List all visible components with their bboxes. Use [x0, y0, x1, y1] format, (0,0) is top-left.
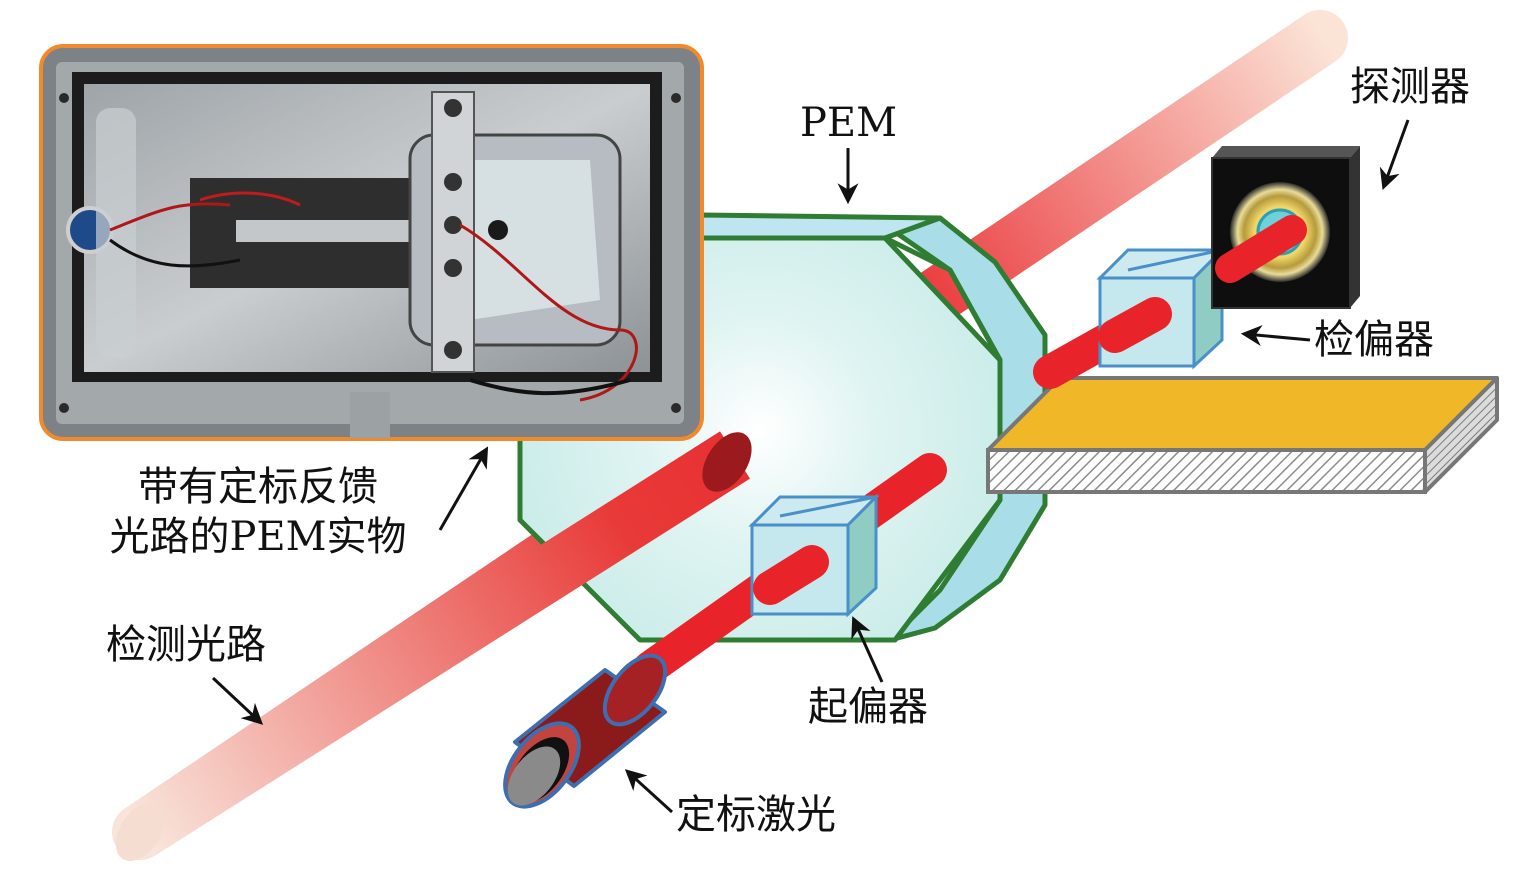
- photo-caption-arrow: [438, 446, 489, 531]
- analyzer-label: 检偏器: [1314, 317, 1434, 363]
- stage-top: [986, 376, 1499, 452]
- polarizer-arrow: [851, 616, 884, 683]
- analyzer-arrow: [1240, 325, 1311, 346]
- detection-beam-front: [125, 431, 750, 856]
- detector-arrow: [1379, 119, 1410, 190]
- photo-caption-line2: 光路的PEM实物: [109, 514, 407, 560]
- calibration-laser-arrow: [624, 769, 674, 814]
- photo-caption-line1: 带有定标反馈: [138, 464, 378, 510]
- detection-path-arrow: [211, 676, 264, 725]
- detection-path-label: 检测光路: [106, 622, 266, 668]
- detection-beam-end: [702, 432, 752, 492]
- pem-label: PEM: [800, 100, 898, 146]
- photo-caption: 带有定标反馈 光路的PEM实物: [88, 462, 428, 562]
- stage-front: [986, 448, 1427, 494]
- calibration-laser: [503, 653, 668, 809]
- polarizer-label: 起偏器: [808, 684, 928, 730]
- detector-label: 探测器: [1350, 64, 1470, 110]
- analyzer-cube: [1096, 246, 1226, 370]
- calibration-beam-through-analyzer: [1098, 297, 1172, 353]
- pem-photo-inset: [39, 44, 704, 441]
- calibration-laser-label: 定标激光: [676, 792, 836, 838]
- calibration-beam-into-detector: [1215, 215, 1307, 283]
- calibration-beam-through-polarizer: [753, 545, 829, 605]
